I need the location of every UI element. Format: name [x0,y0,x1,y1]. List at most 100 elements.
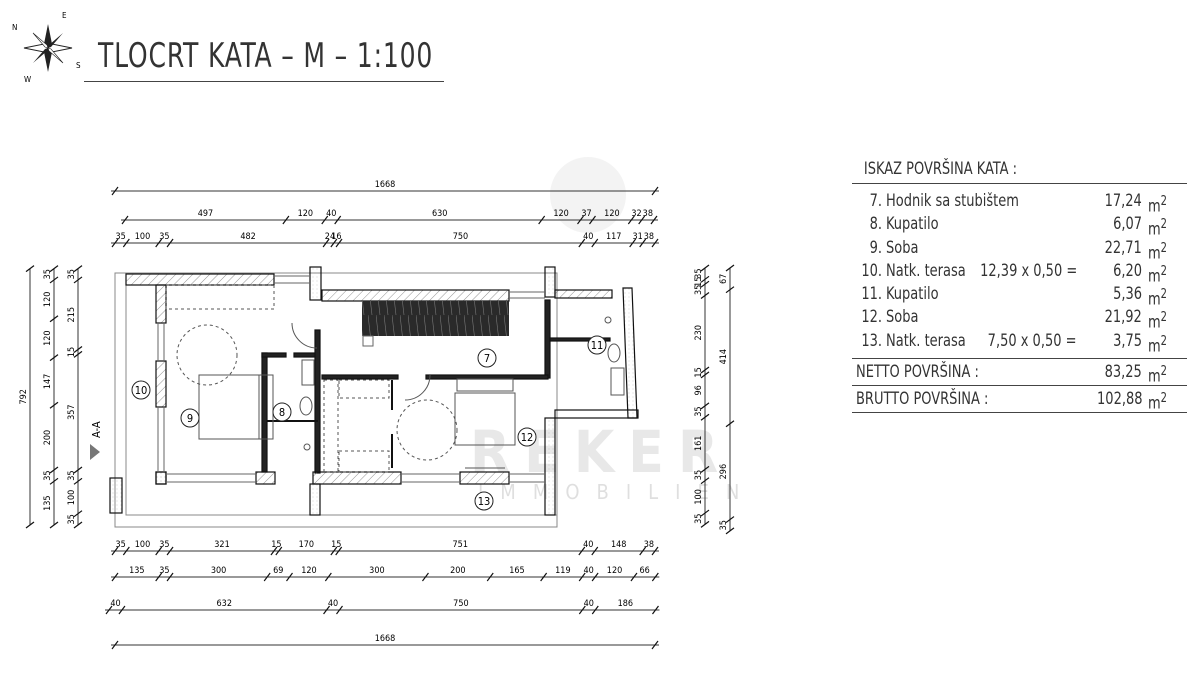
dimension-tick [725,516,735,524]
room-tag-circle [587,335,607,355]
dimension-tick [700,371,710,379]
area-table-heading: ISKAZ POVRŠINA KATA : [863,159,1018,179]
dimension-tick [630,572,638,582]
dimension-tick [578,546,586,556]
walls [109,266,639,516]
dimension-tick [651,546,659,556]
dimension-value: 120 [553,209,568,219]
dimension-value: 35 [159,232,169,242]
dimension-value: 357 [67,404,77,419]
dimension-tick [111,572,119,582]
dimension-tick [73,350,83,358]
room-tag-circle [517,427,537,447]
dimension-tick [263,572,271,582]
dimension-tick [155,238,163,248]
area-calc: 12,39 x 0,50 = [979,260,1077,281]
dimension-value: 117 [606,232,621,242]
netto-label: NETTO POVRŠINA : [856,362,979,382]
dimension-tick [111,238,119,248]
dimension-tick [111,186,119,196]
dimension-tick [725,527,735,535]
dimension-value: 100 [694,489,704,504]
dimension-tick [725,286,735,294]
area-table: ISKAZ POVRŠINA KATA : 7. Hodnik sa stubi… [852,155,1187,414]
room-name: Kupatilo [886,284,939,305]
room-number: 11. [861,284,882,305]
windows [157,275,545,483]
table-rule [852,412,1187,413]
dimension-value: 630 [432,209,447,219]
dimension-value: 120 [604,209,619,219]
staircase [362,301,509,336]
area-value: 3,75 [1113,330,1142,351]
room-tag-11: 11 [591,339,604,352]
dimension-value: 215 [67,307,77,322]
title-underline [84,81,444,82]
dimension-value: 15 [694,367,704,377]
compass-w: W [24,75,31,84]
dimension-value: 120 [43,292,53,307]
dimension-value: 321 [214,540,229,550]
dimension-tick [639,546,647,556]
dimension-tick [725,420,735,428]
dimension-value: 135 [43,495,53,510]
dimension-value: 35 [159,566,169,576]
unit: m2 [1148,194,1168,217]
area-row: 9. Soba 22,71 m2 [852,237,1187,264]
dimension-tick [49,477,59,485]
room-tag-circle [180,408,200,428]
dimension-value: 15 [331,540,341,550]
unit: m2 [1148,310,1168,334]
area-value: 21,92 [1104,307,1142,328]
dimension-tick [700,366,710,374]
unit: m2 [1148,391,1168,414]
dimension-value: 67 [719,274,729,284]
dimension-tick [700,275,710,283]
area-value: 22,71 [1104,237,1142,258]
dimension-tick [111,640,119,650]
dimension-value: 15 [271,540,281,550]
dimension-tick [73,265,83,273]
dimension-tick [700,465,710,473]
room-tag-circle [272,402,292,422]
dimension-tick [591,605,599,615]
dimension-tick [700,264,710,272]
dimension-tick [591,238,599,248]
room-tag-12: 12 [521,431,534,444]
dimension-value: 296 [719,464,729,479]
room-number: 8. [869,214,882,235]
room-name: Soba [886,307,919,328]
area-row: 8. Kupatilo 6,07 m2 [852,213,1187,240]
room-tag-10: 10 [135,384,148,397]
dimension-tick [700,292,710,299]
dimension-tick [578,572,586,582]
dimension-value: 31 [633,232,643,242]
dimension-value: 15 [67,347,77,357]
dimension-value: 16 [331,232,341,242]
dimension-value: 35 [116,540,126,550]
dimension-tick [650,215,658,225]
dimension-tick [49,315,59,323]
area-value: 6,07 [1113,214,1142,235]
area-value: 5,36 [1113,284,1142,305]
dimension-tick [166,546,174,556]
dimension-tick [282,215,290,225]
compass-n: N [12,23,17,32]
dimension-tick [73,466,83,474]
netto-value: 83,25 [1104,362,1142,382]
dimension-value: 792 [19,389,29,404]
dimension-tick [335,238,343,248]
dimension-tick [73,510,83,518]
dimension-value: 40 [328,599,338,609]
dimension-tick [700,509,710,517]
dimension-value: 32 [631,209,641,219]
room-tag-circle [131,380,151,400]
dimension-tick [591,572,599,582]
drawing-title: TLOCRT KATA – M – 1:100 [98,36,434,76]
dimension-value: 161 [694,436,704,451]
dimension-tick [700,280,710,288]
dimension-tick [121,215,129,225]
dimension-tick [591,546,599,556]
dimension-value: 170 [299,540,314,550]
